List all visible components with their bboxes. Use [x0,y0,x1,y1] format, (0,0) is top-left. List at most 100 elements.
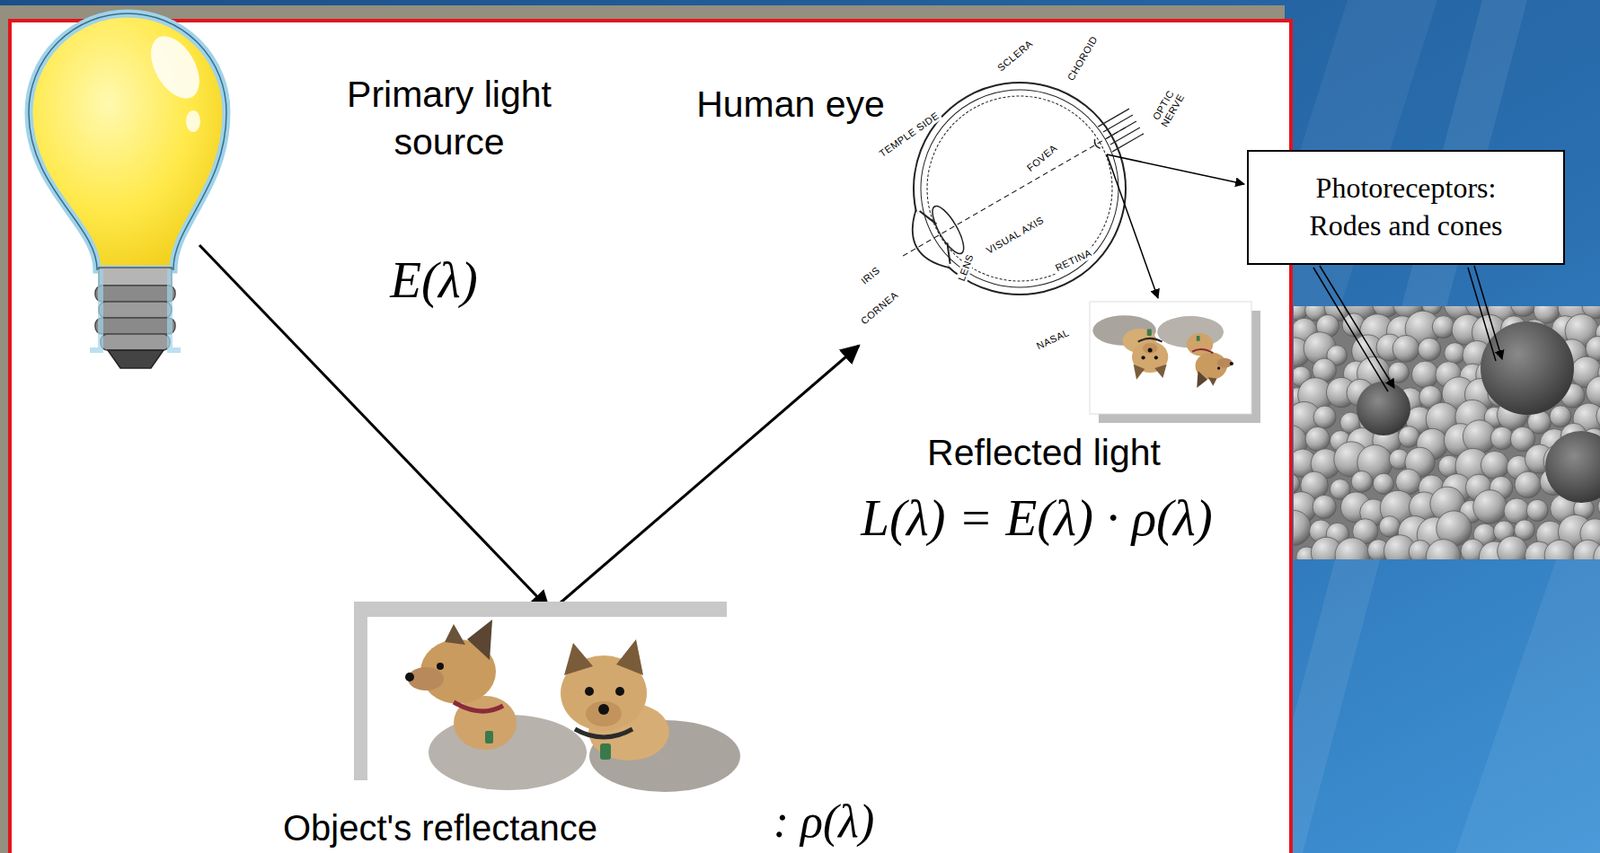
incident-ray [199,245,549,610]
eye-drawing [927,202,970,258]
double-arrow [1467,267,1496,362]
light-bulb [98,301,172,319]
leader-line [1106,154,1245,185]
photoreceptor-micrograph [1549,406,1572,428]
photoreceptor-micrograph [1334,538,1371,560]
eye-part-label: VISUAL AXIS [982,213,1048,258]
photoreceptor-micrograph [1293,510,1311,546]
photoreceptor-micrograph [1411,361,1439,389]
photoreceptor-micrograph [1372,473,1394,495]
dogs-picture [444,624,466,646]
photoreceptor-micrograph [1293,306,1600,560]
dogs-picture [564,643,593,676]
double-arrow [1319,265,1395,389]
inverted-dogs [1092,315,1234,389]
eye-part-label: CORNEA [857,288,902,328]
photoreceptor-micrograph [1305,426,1330,451]
photoreceptor-micrograph [1596,401,1600,431]
eye-title: Human eye [696,83,885,126]
photoreceptor-micrograph [1418,337,1441,361]
dogs-picture [616,639,644,676]
photoreceptor-micrograph [1432,316,1455,339]
formula: E(λ) [389,250,478,310]
photoreceptor-micrograph [1545,431,1600,504]
eye-drawing [1092,139,1100,151]
formula: : ρ(λ) [773,798,875,846]
dogs-picture [585,701,622,727]
photoreceptor-micrograph [1544,539,1576,560]
photoreceptor-micrograph [1312,495,1336,519]
photoreceptor-micrograph [1490,426,1513,450]
eye-drawing [1097,108,1144,152]
photoreceptor-micrograph [1526,499,1548,522]
eye-drawing [900,210,949,277]
photoreceptor-micrograph [1473,490,1507,524]
background-streak [1455,539,1600,853]
leader-line [1106,154,1159,299]
dogs-picture [436,662,444,671]
eye-drawing [875,44,1165,334]
photoreceptor-micrograph [1356,381,1411,436]
source-label: Primary light source [327,70,571,168]
caption-label: Object's reflectance [282,807,598,849]
dogs-picture [584,687,594,697]
dogs-picture [405,672,415,682]
photoreceptor-micrograph [1598,496,1600,518]
photoreceptor-micrograph [1313,406,1336,429]
eye-drawing [884,53,1156,325]
eye-part-label: RETINA [1051,246,1096,275]
dogs-picture [405,619,741,793]
dogs-picture [453,696,517,751]
photoreceptor-micrograph [1293,306,1600,560]
photoreceptor-micrograph [1480,450,1509,479]
dogs-picture [574,729,633,738]
photoreceptor-micrograph [1586,376,1600,407]
eye-part-label: NASAL [1033,326,1073,353]
eye-part-label: SCLERA [993,36,1036,75]
light-bulb [107,350,164,369]
eye-part-label: OPTIC NERVE [1147,81,1190,133]
light-bulb [95,285,176,302]
caption-label: Reflected light [927,432,1161,475]
eye-part-label: TEMPLE SIDE [875,108,944,161]
photoreceptor-micrograph [1426,539,1461,560]
dogs-picture [467,619,493,661]
light-bulb [185,110,201,133]
light-bulb [100,334,170,351]
photoreceptor-micrograph [1351,470,1373,493]
light-bulb [141,27,210,107]
dogs-picture [600,743,611,761]
light-bulb [169,269,181,351]
light-bulb [28,13,227,270]
dogs-picture [485,731,494,744]
background-streak [1257,0,1528,853]
double-arrow [1313,265,1503,392]
photoreceptor-micrograph [1293,474,1300,495]
dogs-picture [598,704,610,716]
eye-part-label: FOVEA [1023,141,1061,176]
eye-part-label: IRIS [857,263,884,288]
light-bulb [95,318,176,335]
photoreceptor-micrograph [1510,306,1537,317]
callout-box: Photoreceptors: Rodes and cones [1246,150,1565,266]
photoreceptor-micrograph [1392,335,1420,363]
box-text: Photoreceptors: Rodes and cones [1288,169,1524,245]
light-bulb [98,267,172,286]
light-bulb [28,13,227,270]
photoreceptor-micrograph [1379,516,1401,539]
photoreceptor-micrograph [1444,343,1467,365]
retina-image [1089,301,1252,415]
light-bulb [28,13,227,369]
photoreceptor-micrograph [1497,536,1529,560]
eye-drawing [892,61,1146,315]
formula: L(λ) = E(λ) · ρ(λ) [860,488,1213,549]
picture-card [367,617,741,796]
double-arrow [1474,265,1503,360]
double-arrow [1313,267,1388,392]
reflected-ray [553,345,859,610]
eye-part-label: CHOROID [1064,32,1102,85]
photoreceptor-micrograph [1387,362,1409,383]
photoreceptor-micrograph [1593,541,1600,560]
light-bulb [89,269,101,351]
